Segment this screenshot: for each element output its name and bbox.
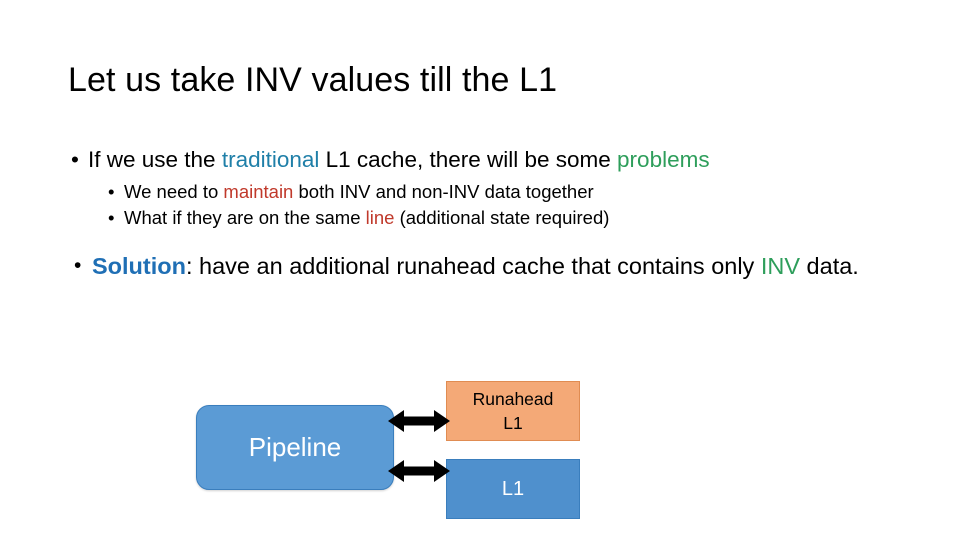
bullet-main-text-part2: L1 cache, there will be some [319, 147, 618, 172]
diagram-box-pipeline-label: Pipeline [248, 432, 342, 462]
bullet-solution-label: Solution [92, 253, 186, 279]
bullet-main-highlight-traditional: traditional [221, 147, 320, 172]
bidirectional-arrow-icon-pipeline-to-runahead [388, 410, 450, 432]
bullet-sub-2: • What if they are on the same line (add… [62, 205, 902, 231]
diagram-box-runahead-l1: Runahead L1 [446, 381, 580, 441]
sub-bullet-group: • We need to maintain both INV and non-I… [62, 179, 902, 231]
page-title: Let us take INV values till the L1 [68, 61, 558, 99]
diagram-box-runahead-l1-label-line2: L1 [503, 413, 523, 433]
bullet-main-highlight-problems: problems [617, 147, 710, 172]
bullet-sub-1-text-part1: We need to [124, 181, 224, 202]
bullet-solution: • Solution: have an additional runahead … [62, 250, 902, 282]
bullet-marker: • [108, 207, 115, 228]
bullet-solution-highlight-inv: INV [760, 253, 801, 279]
bullet-marker: • [71, 147, 79, 172]
bullet-main-text-part1: If we use the [88, 147, 222, 172]
bullet-sub-1: • We need to maintain both INV and non-I… [62, 179, 902, 205]
bullet-solution-text-part1: : have an additional runahead cache that… [185, 253, 761, 279]
bullet-solution-text-part2: data. [800, 253, 859, 279]
bullet-sub-2-text-part2: (additional state required) [394, 207, 610, 228]
bidirectional-arrow-icon-pipeline-to-l1 [388, 460, 450, 482]
slide-body: • If we use the traditional L1 cache, th… [62, 144, 902, 282]
bullet-main: • If we use the traditional L1 cache, th… [62, 144, 902, 175]
bullet-sub-2-text-part1: What if they are on the same [124, 207, 366, 228]
bullet-sub-1-highlight-maintain: maintain [223, 181, 294, 202]
bullet-marker: • [74, 254, 82, 277]
bullet-marker: • [108, 181, 115, 202]
diagram-box-runahead-l1-label-line1: Runahead [472, 389, 554, 409]
diagram-box-pipeline: Pipeline [196, 405, 394, 490]
diagram-box-l1: L1 [446, 459, 580, 519]
diagram-box-l1-label: L1 [501, 477, 525, 500]
bullet-sub-2-highlight-line: line [365, 207, 395, 228]
bullet-sub-1-text-part2: both INV and non-INV data together [293, 181, 594, 202]
